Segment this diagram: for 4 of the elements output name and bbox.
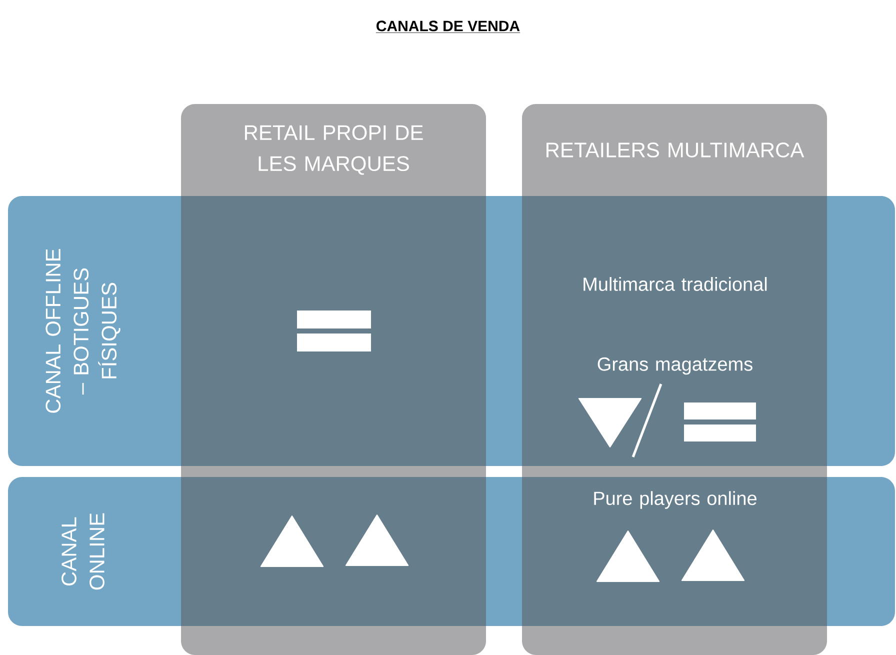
cell-label: Multimarca tradicional — [584, 277, 767, 291]
title: CANALS DE VENDA — [376, 20, 520, 33]
cell-label: Pure players online — [594, 491, 756, 509]
cell-label: Grans magatzems — [598, 357, 752, 375]
